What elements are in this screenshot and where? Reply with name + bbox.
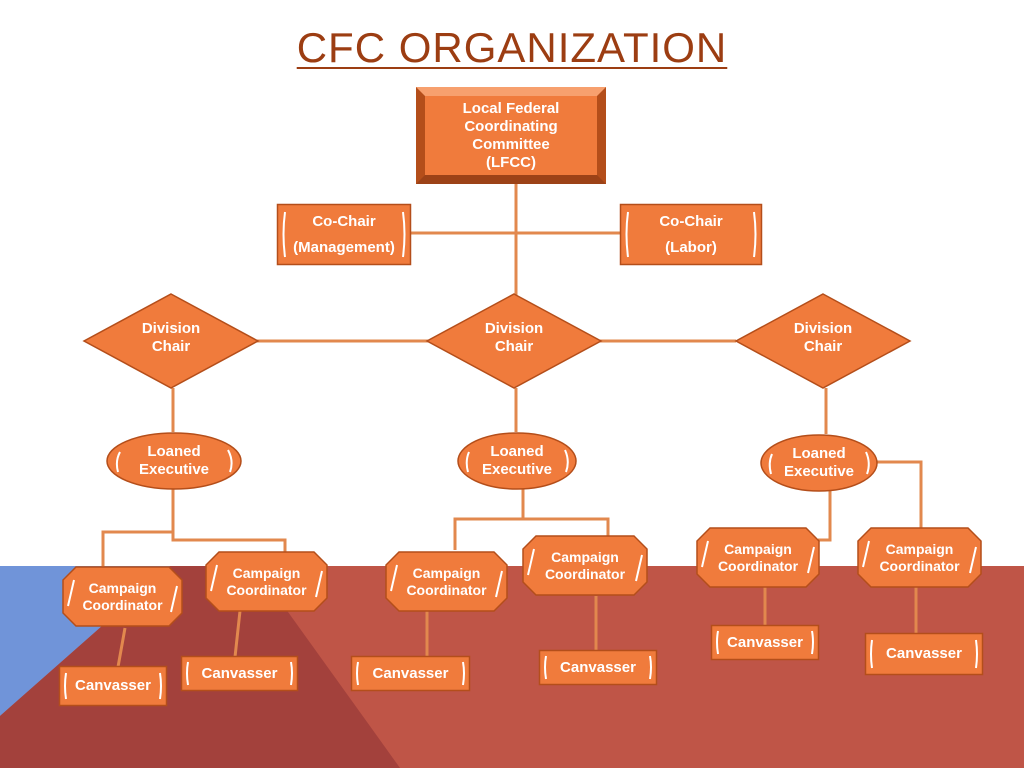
loaned-executive-center-line-2: Executive xyxy=(481,461,553,478)
connector-le-center-ccs xyxy=(453,488,610,550)
cochair-management-box[interactable]: Co-Chair (Management) xyxy=(276,203,412,266)
cochair-labor-shape xyxy=(619,203,763,266)
campaign-coordinator-1-line-2: Coordinator xyxy=(82,596,163,613)
canvasser-5[interactable]: Canvasser xyxy=(710,624,820,661)
canvasser-4-shape xyxy=(538,649,658,686)
canvasser-6[interactable]: Canvasser xyxy=(864,632,984,676)
canvasser-1-label: Canvasser xyxy=(75,677,151,694)
canvasser-6-shape xyxy=(864,632,984,676)
cochair-labor-box[interactable]: Co-Chair (Labor) xyxy=(619,203,763,266)
lfcc-box[interactable]: Local Federal Coordinating Committee (LF… xyxy=(416,87,606,184)
lfcc-line-3: Committee xyxy=(472,135,550,153)
campaign-coordinator-5-line-1: Campaign xyxy=(724,540,792,557)
division-chair-right-line-2: Chair xyxy=(803,338,843,355)
campaign-coordinator-3-line-1: Campaign xyxy=(412,564,481,581)
cochair-labor-line-2: (Labor) xyxy=(665,238,717,256)
campaign-coordinator-6-line-1: Campaign xyxy=(885,540,954,557)
campaign-coordinator-2-line-2: Coordinator xyxy=(226,581,307,598)
canvasser-3-shape xyxy=(350,655,471,692)
campaign-coordinator-1-shape xyxy=(62,566,183,627)
loaned-executive-right[interactable]: Loaned Executive xyxy=(760,434,878,492)
division-chair-right[interactable]: Division Chair xyxy=(734,293,912,389)
canvasser-2-shape xyxy=(180,655,299,692)
canvasser-4[interactable]: Canvasser xyxy=(538,649,658,686)
campaign-coordinator-2-line-1: Campaign xyxy=(232,564,301,581)
campaign-coordinator-2[interactable]: Campaign Coordinator xyxy=(205,551,328,612)
campaign-coordinator-4[interactable]: Campaign Coordinator xyxy=(522,535,648,596)
division-chair-right-line-1: Division xyxy=(793,320,853,337)
division-chair-center-line-1: Division xyxy=(484,320,544,337)
canvasser-2-label: Canvasser xyxy=(201,664,278,682)
campaign-coordinator-4-shape xyxy=(522,535,648,596)
cochair-management-line-1: Co-Chair xyxy=(312,212,376,230)
campaign-coordinator-5-shape xyxy=(696,527,820,588)
campaign-coordinator-3-line-2: Coordinator xyxy=(406,581,487,598)
canvasser-6-label: Canvasser xyxy=(886,645,962,662)
campaign-coordinator-5[interactable]: Campaign Coordinator xyxy=(696,527,820,588)
connector-cc-canvassers xyxy=(116,587,918,668)
loaned-executive-right-line-1: Loaned xyxy=(792,445,846,462)
canvasser-1[interactable]: Canvasser xyxy=(58,665,168,707)
lfcc-line-2: Coordinating xyxy=(464,117,558,135)
loaned-executive-left-shape xyxy=(106,432,242,490)
cochair-management-shape xyxy=(276,203,412,266)
campaign-coordinator-6-line-2: Coordinator xyxy=(879,557,960,574)
division-chair-center-line-2: Chair xyxy=(494,338,534,355)
division-chair-right-shape xyxy=(734,293,912,389)
campaign-coordinator-6[interactable]: Campaign Coordinator xyxy=(857,527,982,588)
connector-le-left-ccs xyxy=(101,488,287,568)
campaign-coordinator-6-shape xyxy=(857,527,982,588)
canvasser-5-label: Canvasser xyxy=(727,633,803,651)
connector-le-right-ccs xyxy=(818,460,923,542)
canvasser-1-shape xyxy=(58,665,168,707)
loaned-executive-right-shape xyxy=(760,434,878,492)
loaned-executive-left-line-2: Executive xyxy=(138,461,210,478)
campaign-coordinator-2-shape xyxy=(205,551,328,612)
campaign-coordinator-1[interactable]: Campaign Coordinator xyxy=(62,566,183,627)
canvasser-2[interactable]: Canvasser xyxy=(180,655,299,692)
division-chair-center[interactable]: Division Chair xyxy=(425,293,603,389)
division-chair-center-shape xyxy=(425,293,603,389)
campaign-coordinator-3-shape xyxy=(385,551,508,612)
loaned-executive-center-line-1: Loaned xyxy=(490,443,544,460)
loaned-executive-left[interactable]: Loaned Executive xyxy=(106,432,242,490)
division-chair-left-line-2: Chair xyxy=(151,338,191,355)
page-title: CFC ORGANIZATION xyxy=(296,24,728,71)
canvasser-5-shape xyxy=(710,624,820,661)
lfcc-line-1: Local Federal xyxy=(462,99,560,117)
division-chair-left[interactable]: Division Chair xyxy=(82,293,260,389)
canvasser-4-label: Canvasser xyxy=(560,658,636,676)
loaned-executive-right-line-2: Executive xyxy=(783,463,855,480)
campaign-coordinator-4-line-1: Campaign xyxy=(551,548,619,565)
cochair-management-line-2: (Management) xyxy=(293,238,395,256)
campaign-coordinator-1-line-1: Campaign xyxy=(88,579,157,596)
loaned-executive-center-shape xyxy=(457,432,577,490)
loaned-executive-center[interactable]: Loaned Executive xyxy=(457,432,577,490)
lfcc-shape xyxy=(416,87,606,184)
canvasser-3[interactable]: Canvasser xyxy=(350,655,471,692)
campaign-coordinator-5-line-2: Coordinator xyxy=(717,557,799,574)
lfcc-line-4: (LFCC) xyxy=(486,153,536,171)
division-chair-left-shape xyxy=(82,293,260,389)
canvasser-3-label: Canvasser xyxy=(372,664,449,682)
campaign-coordinator-3[interactable]: Campaign Coordinator xyxy=(385,551,508,612)
division-chair-left-line-1: Division xyxy=(141,320,201,337)
cochair-labor-line-1: Co-Chair xyxy=(659,212,723,230)
loaned-executive-left-line-1: Loaned xyxy=(147,443,201,460)
campaign-coordinator-4-line-2: Coordinator xyxy=(544,565,626,582)
